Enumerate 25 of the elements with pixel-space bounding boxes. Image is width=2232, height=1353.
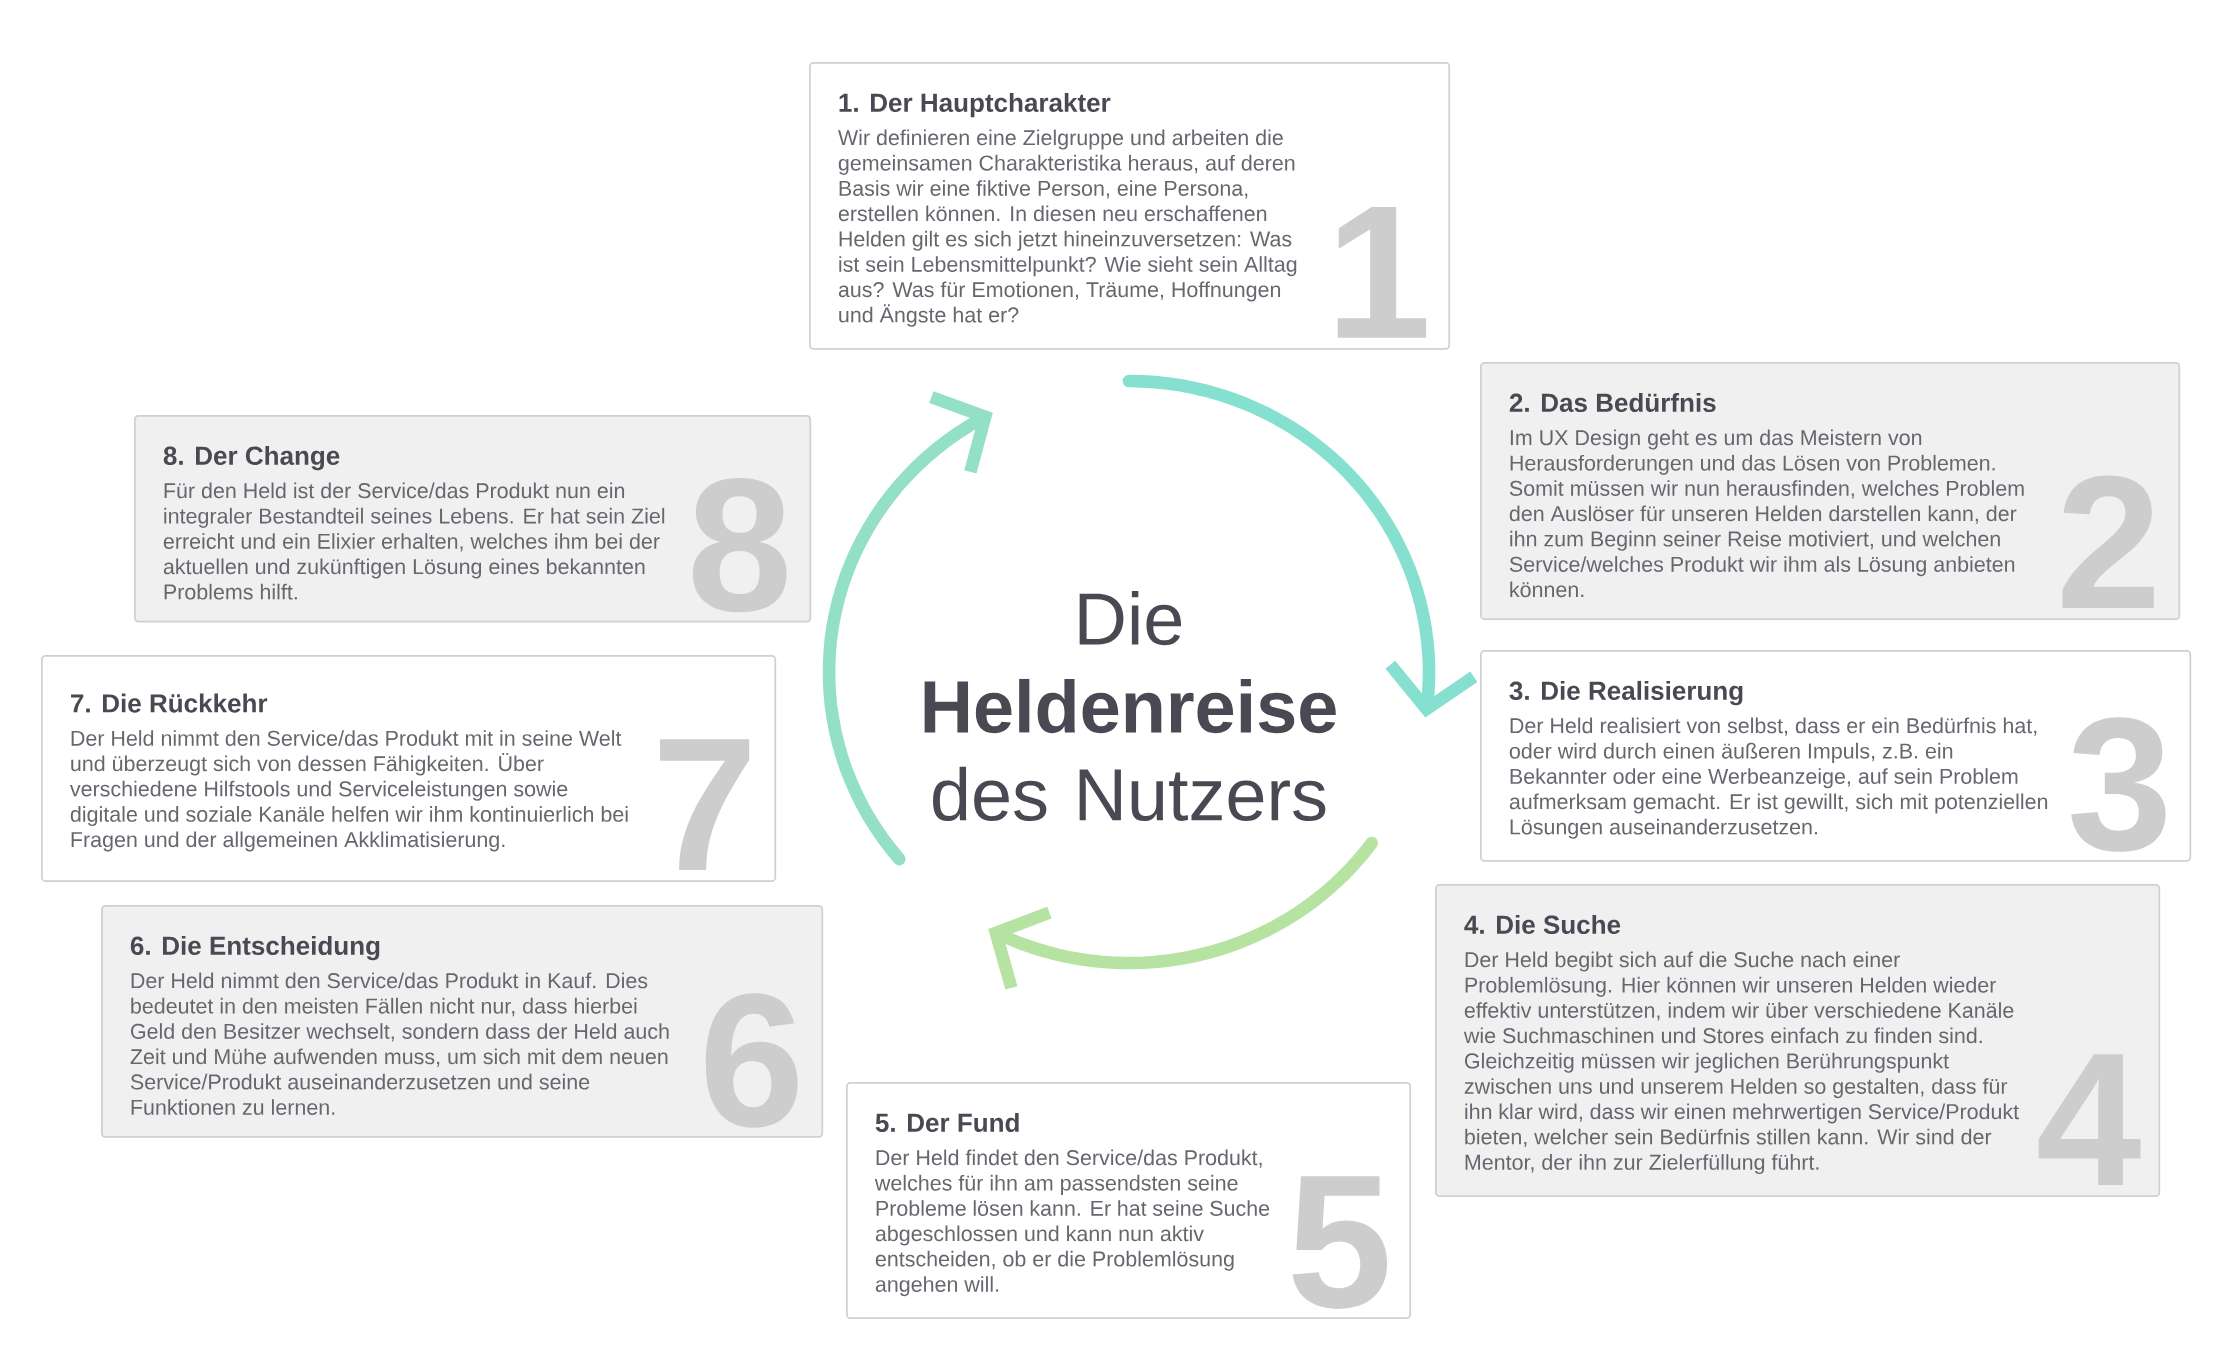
step-card — [846, 1082, 1412, 1320]
card-text: Der Held nimmt den Service/das Produkt mit in seine Welt und überzeugt sich von dessen Fähigkeiten. Über verschiedene Hilfstools und Serviceleistungen sowie digitale und soziale Kanäle helfen wir ihm kontinuierlich bei Fragen und der allgemeinen Akklimatisierung. — [69, 730, 628, 852]
card-text: Wir definieren eine Zielgruppe und arbeiten die gemeinsamen Charakteristika heraus, auf deren Basis wir eine fiktive Person, eine Persona, erstellen können. In diesen neu erschaffenen Helden gilt es sich jetzt hineinzuversetzen: Was ist sein Lebensmittelpunkt? Wie sieht sein Alltag aus? Was für Emotionen, Träume, Hoffnungen und Ängste hat er? — [838, 129, 1297, 327]
step-card — [41, 655, 777, 882]
step-card — [134, 415, 812, 623]
step-card — [809, 62, 1451, 350]
card-text: Der Held findet den Service/das Produkt, welches für ihn am passendsten seine Probleme lösen kann. Er hat seine Suche abgeschlossen und kann nun aktiv entscheiden, ob er die Problemlösung angehen will. — [874, 1149, 1270, 1297]
step-card — [1480, 650, 2192, 862]
card-heading: 7. Die Rückkehr — [71, 693, 268, 713]
card-heading: 4. Die Suche — [1464, 914, 1621, 935]
card-heading: 1. Der Hauptcharakter — [839, 92, 1111, 118]
card-heading: 5. Der Fund — [875, 1112, 1019, 1133]
card-heading: 2. Das Bedürfnis — [1509, 392, 1716, 413]
card-text: Der Held nimmt den Service/das Produkt in Kauf. Dies bedeutet in den meisten Fällen nicht nur, dass hierbei Geld den Besitzer wechselt, sondern dass der Held auch Zeit und Mühe aufwenden muss, um sich mit dem neuen Service/Produkt auseinanderzusetzen und seine Funktionen zu lernen. — [130, 972, 669, 1115]
card-text: Im UX Design geht es um das Meistern von Herausforderungen und das Lösen von Problemen. Somit müssen wir nun herausfinden, welches Problem den Auslöser für unseren Helden darstellen kann, der ihn zum Beginn seiner Reise motiviert, und welchen Service/welches Produkt wir ihm als Lösung anbieten können. — [1509, 429, 2024, 598]
center-title: Die Heldenreise des Nutzers — [924, 591, 1336, 822]
step-card — [101, 905, 824, 1138]
step-card — [1480, 362, 2181, 621]
card-text: Der Held begibt sich auf die Suche nach einer Problemlösung. Hier können wir unseren Helden wieder effektiv unterstützen, indem wir über verschiedene Kanäle wie Suchmaschinen und Stores einfach zu finden sind. Gleichzeitig müssen wir jeglichen Berührungspunkt zwischen uns und unserem Helden so gestalten, dass für ihn klar wird, dass wir einen mehrwertigen Service/Produkt bieten, welcher sein Bedürfnis stillen kann. Wir sind der Mentor, der ihn zur Zielerfüllung führt. — [1463, 951, 2019, 1175]
card-text: Für den Held ist der Service/das Produkt nun ein integraler Bestandteil seines Lebens. Er hat sein Ziel erreicht und ein Elixier erhalten, welches ihm bei der aktuellen und zukünftigen Lösung eines bekannten Problems hilft. — [163, 482, 665, 600]
card-heading: 6. Die Entscheidung — [130, 935, 380, 961]
card-heading: 3. Die Realisierung — [1509, 680, 1743, 706]
card-heading: 8. Der Change — [163, 445, 340, 471]
card-text: Der Held realisiert von selbst, dass er ein Bedürfnis hat, oder wird durch einen äußeren Impuls, z.B. ein Bekannter oder eine Werbeanzeige, auf sein Problem aufmerksam gemacht. Er ist gewillt, sich mit potenziellen Lösungen auseinanderzusetzen. — [1509, 717, 2048, 839]
step-card — [1435, 884, 2161, 1197]
